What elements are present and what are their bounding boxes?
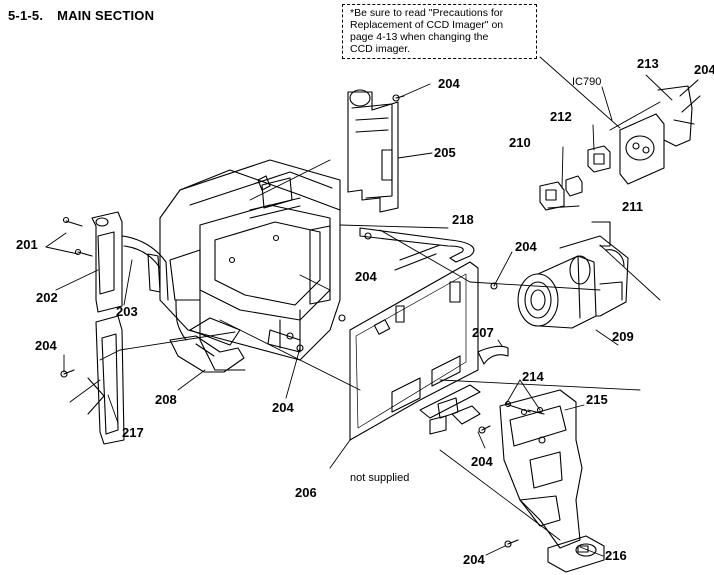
part-211	[565, 175, 583, 197]
note-line-3: page 4-13 when changing the	[350, 31, 489, 43]
part-209-lens-block	[517, 221, 629, 329]
part-214-tabs	[437, 397, 481, 425]
label-213: 213	[637, 56, 659, 71]
note-line-1: *Be sure to read "Precautions for	[350, 7, 504, 19]
part-213-ccd-plate	[619, 79, 701, 185]
label-202: 202	[36, 290, 58, 305]
label-211: 211	[622, 199, 643, 214]
label-204-topright: 204	[694, 62, 714, 77]
label-215: 215	[586, 392, 608, 407]
label-203: 203	[116, 304, 138, 319]
label-207: 207	[472, 325, 494, 340]
label-ic790: IC790	[572, 76, 602, 88]
part-218-flex-cable	[359, 227, 475, 263]
part-203-strap	[121, 235, 169, 301]
label-204-bottom-mid: 204	[272, 400, 294, 415]
part-207-cable	[477, 345, 509, 365]
label-212: 212	[550, 109, 572, 124]
label-209: 209	[612, 329, 634, 344]
leader-lines	[45, 56, 673, 557]
part-212	[587, 145, 611, 173]
note-line-4: CCD imager.	[350, 43, 411, 55]
label-205: 205	[434, 145, 456, 160]
label-204-bottom: 204	[463, 552, 485, 567]
part-201-screws	[62, 216, 93, 257]
section-name: MAIN SECTION	[57, 8, 155, 23]
label-208: 208	[155, 392, 177, 407]
note-line-2: Replacement of CCD Imager" on	[350, 19, 504, 31]
ccd-precaution-note: *Be sure to read "Precautions for Replac…	[342, 4, 537, 59]
part-217-side-panel	[87, 315, 125, 445]
part-205-bracket	[347, 89, 399, 213]
label-204-lens: 204	[515, 239, 537, 254]
part-216-switch	[547, 535, 605, 573]
section-title: 5-1-5. MAIN SECTION	[8, 8, 154, 23]
label-not-supplied: not supplied	[350, 472, 410, 484]
main-chassis	[159, 159, 341, 371]
part-202-side-panel	[91, 211, 123, 313]
label-204-frame: 204	[471, 454, 493, 469]
label-204-left: 204	[35, 338, 57, 353]
label-201: 201	[16, 237, 38, 252]
label-210: 210	[509, 135, 531, 150]
label-204-top: 204	[438, 76, 460, 91]
part-210	[539, 181, 565, 211]
part-208-bracket	[169, 335, 245, 373]
label-218: 218	[452, 212, 474, 227]
screws	[60, 94, 544, 548]
label-206: 206	[295, 485, 317, 500]
label-214: 214	[522, 369, 544, 384]
label-216: 216	[605, 548, 627, 563]
part-215-frame	[499, 389, 583, 549]
section-number: 5-1-5.	[8, 8, 44, 23]
label-217: 217	[122, 425, 144, 440]
part-206-circuit-board	[349, 244, 481, 441]
label-204-center: 204	[355, 269, 377, 284]
